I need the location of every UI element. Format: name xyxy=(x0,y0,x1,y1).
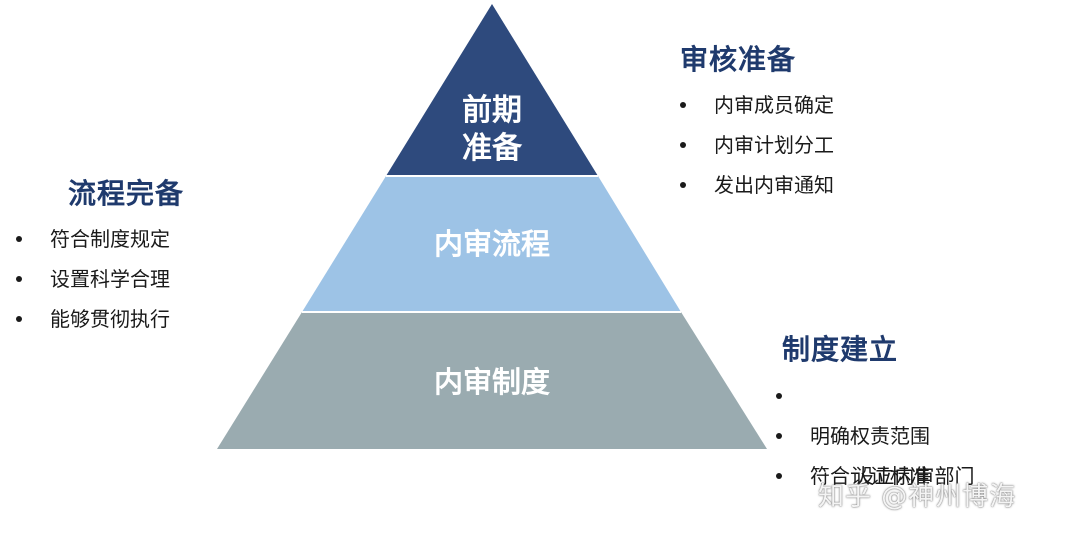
list-item-text: 能够贯彻执行 xyxy=(50,307,170,331)
list-item-text: 内审计划分工 xyxy=(714,133,834,157)
pyramid-tier-top xyxy=(386,4,598,176)
top-right-panel-list: 内审成员确定 内审计划分工 发出内审通知 xyxy=(676,85,834,205)
list-item-text: 明确权责范围 xyxy=(810,424,930,448)
bullet-icon xyxy=(776,393,782,399)
list-item: 设置科学合理 xyxy=(14,259,184,299)
list-item-text: 符合制度规定 xyxy=(50,227,170,251)
list-item-text: 设置科学合理 xyxy=(50,267,170,291)
left-panel: 流程完备 符合制度规定 设置科学合理 能够贯彻执行 xyxy=(14,174,184,339)
bullet-icon xyxy=(16,316,22,322)
list-item-text: 符合认证标准 xyxy=(810,464,930,488)
watermark: 知乎 @神州博海 xyxy=(818,482,1017,512)
list-item: 符合认证标准 xyxy=(774,456,975,496)
bottom-right-panel-list: 设立内审部门 明确权责范围 符合认证标准 xyxy=(774,376,975,496)
pyramid-top-label-line1: 前期 xyxy=(462,93,522,128)
list-item-text: 设立内审部门 xyxy=(848,464,975,488)
bullet-icon xyxy=(680,182,686,188)
left-panel-list: 符合制度规定 设置科学合理 能够贯彻执行 xyxy=(14,219,184,339)
top-right-panel-title: 审核准备 xyxy=(680,43,797,76)
pyramid-tier-bottom xyxy=(217,312,767,449)
bullet-icon xyxy=(680,142,686,148)
list-item: 内审计划分工 xyxy=(676,125,834,165)
left-panel-title: 流程完备 xyxy=(68,177,185,210)
pyramid-top-label-line2: 准备 xyxy=(462,131,523,166)
bullet-icon xyxy=(776,433,782,439)
pyramid-tier-middle xyxy=(302,176,681,312)
list-item: 能够贯彻执行 xyxy=(14,299,184,339)
list-item-text: 内审成员确定 xyxy=(714,93,834,117)
bottom-right-panel: 制度建立 设立内审部门 明确权责范围 符合认证标准 xyxy=(774,330,975,496)
list-item-text: 发出内审通知 xyxy=(714,173,834,197)
top-right-panel: 审核准备 内审成员确定 内审计划分工 发出内审通知 xyxy=(676,40,834,205)
list-item: 符合制度规定 xyxy=(14,219,184,259)
bullet-icon xyxy=(680,102,686,108)
bottom-right-panel-title: 制度建立 xyxy=(782,333,899,366)
pyramid-middle-label: 内审流程 xyxy=(434,227,550,261)
bullet-icon xyxy=(16,236,22,242)
bullet-icon xyxy=(16,276,22,282)
list-item: 设立内审部门 xyxy=(774,376,975,488)
list-item: 发出内审通知 xyxy=(676,165,834,205)
list-item: 内审成员确定 xyxy=(676,85,834,125)
pyramid-bottom-label: 内审制度 xyxy=(434,365,550,399)
list-item: 明确权责范围 xyxy=(774,416,975,456)
bullet-icon xyxy=(776,473,782,479)
